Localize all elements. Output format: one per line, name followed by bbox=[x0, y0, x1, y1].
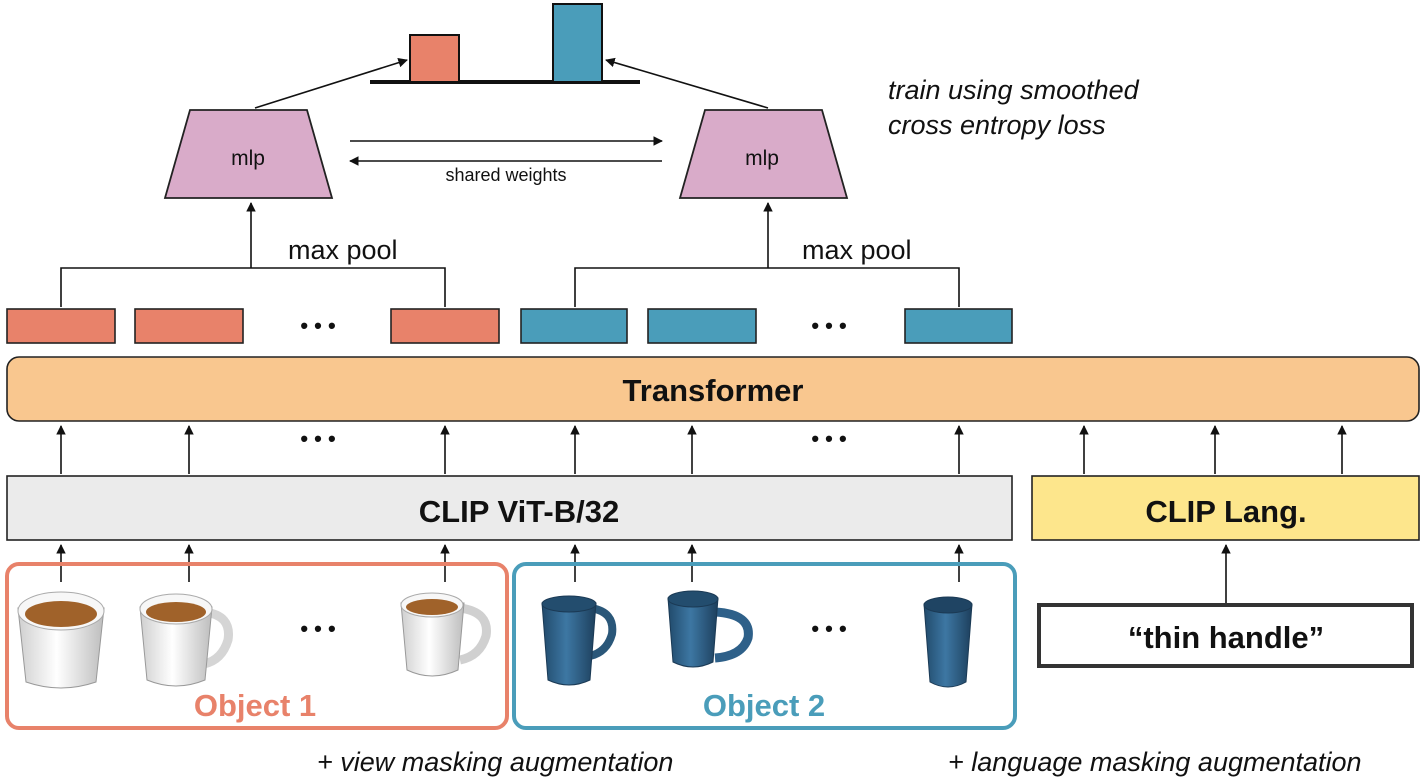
max-pool-right-label: max pool bbox=[802, 235, 912, 265]
object2-views: • • • Object 2 bbox=[512, 562, 1017, 730]
clip-lang-label: CLIP Lang. bbox=[1145, 494, 1306, 529]
token-box bbox=[647, 308, 757, 344]
transformer-label: Transformer bbox=[623, 373, 804, 408]
arrow-mlp-right-to-bar bbox=[605, 57, 769, 109]
token-box bbox=[6, 308, 116, 344]
loss-text-line1: train using smoothed bbox=[888, 75, 1140, 105]
max-pool-right: max pool bbox=[574, 202, 960, 307]
max-pool-left: max pool bbox=[60, 202, 446, 307]
max-pool-left-label: max pool bbox=[288, 235, 398, 265]
coffee-mug-icon bbox=[400, 592, 491, 677]
object1-views: • • • Object 1 bbox=[5, 562, 509, 730]
transformer-block: Transformer bbox=[6, 356, 1420, 422]
object1-tokens: • • • bbox=[6, 308, 500, 344]
blue-mug-icon bbox=[541, 595, 617, 686]
clip-to-transformer-arrows bbox=[56, 425, 1347, 474]
ellipsis: • • • bbox=[811, 313, 846, 338]
object1-frame bbox=[5, 562, 509, 730]
object2-score-bar bbox=[552, 3, 603, 83]
ellipsis: • • • bbox=[300, 313, 335, 338]
token-box bbox=[134, 308, 244, 344]
language-masking-caption: + language masking augmentation bbox=[948, 747, 1362, 777]
object1-label: Object 1 bbox=[194, 688, 316, 723]
images-to-clip-arrows bbox=[56, 544, 1231, 603]
object2-tokens: • • • bbox=[520, 308, 1013, 344]
view-masking-caption: + view masking augmentation bbox=[317, 747, 673, 777]
ellipsis: • • • bbox=[300, 616, 335, 641]
ellipsis: • • • bbox=[811, 426, 846, 451]
token-box bbox=[904, 308, 1013, 344]
coffee-mug-icon bbox=[139, 593, 233, 687]
mlp-right: mlp bbox=[678, 109, 849, 199]
mlp-right-label: mlp bbox=[745, 147, 779, 170]
mlp-left: mlp bbox=[163, 109, 334, 199]
coffee-cup-icon bbox=[17, 591, 105, 689]
language-input-text: “thin handle” bbox=[1128, 620, 1324, 655]
object1-score-bar bbox=[409, 34, 460, 83]
clip-vit-label: CLIP ViT-B/32 bbox=[419, 494, 619, 529]
language-input-box: “thin handle” bbox=[1037, 603, 1414, 668]
token-box bbox=[520, 308, 628, 344]
object2-label: Object 2 bbox=[703, 688, 825, 723]
mlp-left-label: mlp bbox=[231, 147, 265, 170]
blue-cup-icon bbox=[923, 596, 973, 688]
clip-vit-block: CLIP ViT-B/32 bbox=[6, 475, 1013, 541]
blue-mug-icon bbox=[667, 590, 753, 668]
ellipsis: • • • bbox=[300, 426, 335, 451]
ellipsis: • • • bbox=[811, 616, 846, 641]
arrow-mlp-left-to-bar bbox=[254, 58, 408, 109]
shared-weights-label: shared weights bbox=[445, 165, 566, 185]
token-box bbox=[390, 308, 500, 344]
object2-frame bbox=[512, 562, 1017, 730]
loss-text-line2: cross entropy loss bbox=[888, 110, 1106, 140]
output-distribution bbox=[370, 3, 640, 84]
clip-lang-block: CLIP Lang. bbox=[1031, 475, 1420, 541]
